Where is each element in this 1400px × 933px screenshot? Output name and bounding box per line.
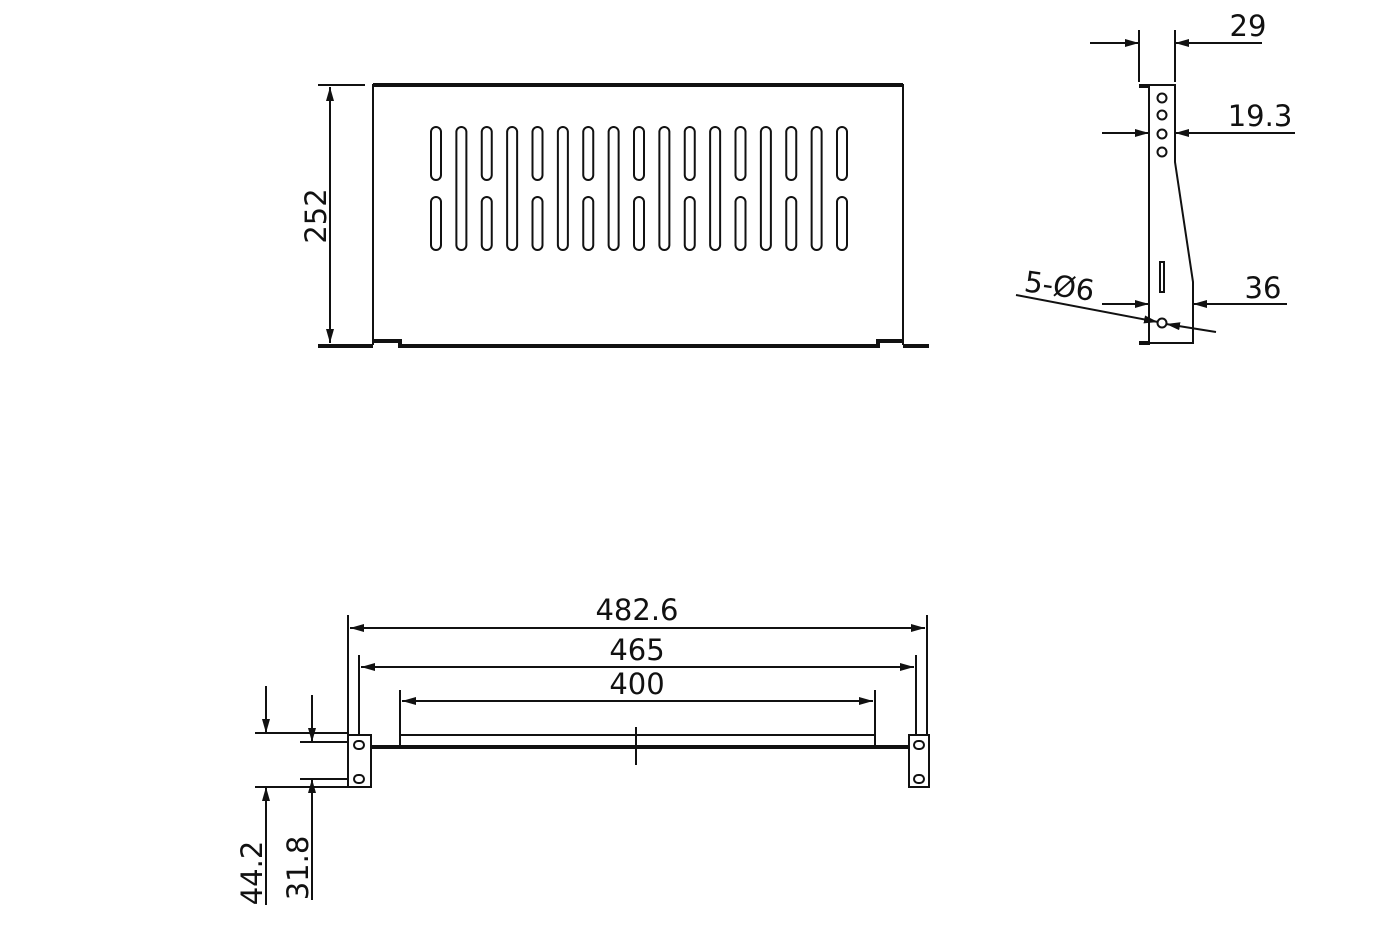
vent-slot [836,196,848,251]
hole [353,774,365,784]
vent-slot [480,126,493,181]
depth-label: 252 [299,188,333,243]
width-bottom-label: 36 [1245,271,1282,305]
vent-slot [582,126,595,181]
vent-slot [734,126,747,181]
hole [913,774,925,784]
height-label: 44.2 [235,841,269,906]
hole [1156,128,1168,140]
vent-slot [683,196,696,251]
vent-slot [455,126,468,251]
vent-slot [582,196,595,251]
vent-slot [836,126,848,181]
shelf-outline [372,84,904,345]
slot [1159,261,1165,293]
vent-slot [430,196,442,251]
overall-width-label: 482.6 [595,593,678,627]
holes-label: 5-Ø6 [1022,264,1096,307]
width-top-label: 29 [1230,9,1267,43]
shelf-panel [399,734,876,747]
shelf-width-label: 400 [609,667,664,701]
hole [1156,317,1168,329]
hole-vertical-label: 31.8 [281,836,315,901]
hole [1156,92,1168,104]
hole [1156,146,1168,158]
vent-slot [734,196,747,251]
top-view: 252 [299,83,929,348]
vent-slot [430,126,442,181]
vent-slot [785,196,798,251]
hole-spacing-label: 465 [609,633,664,667]
vent-slot [633,196,645,251]
side-view: 29 19.3 36 5-Ø6 [1015,9,1295,345]
front-view: 482.6 465 400 44.2 31.8 [235,593,930,906]
bracket-outline [1148,84,1194,344]
vent-slot [556,126,569,251]
hole [1156,109,1168,121]
vent-slot [633,126,645,181]
vent-slots [430,126,848,251]
vent-slot [759,126,772,251]
vent-slot [683,126,696,181]
vent-slot [658,126,671,251]
vent-slot [531,126,544,181]
vent-slot [531,196,544,251]
shelf-base [318,339,929,348]
hole-offset-label: 19.3 [1228,99,1293,133]
vent-slot [480,196,493,251]
left-ear [347,734,372,788]
vent-slot [709,126,722,251]
hole [353,740,365,750]
vent-slot [785,126,798,181]
vent-slot [607,126,620,251]
vent-slot [506,126,519,251]
hole [913,740,925,750]
right-ear [908,734,930,788]
vent-slot [810,126,823,251]
